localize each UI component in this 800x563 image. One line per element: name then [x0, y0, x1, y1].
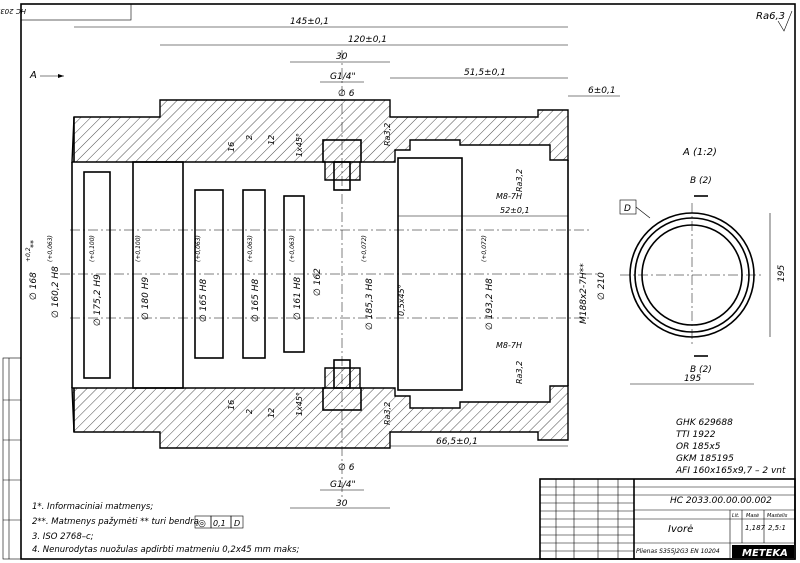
dia-161: ∅ 161 H8	[293, 276, 303, 320]
section-title: A (1:2)	[682, 147, 717, 158]
stamp-code: НС 2033.00.00.00.002	[0, 7, 26, 15]
seal-3: OR 185x5	[676, 442, 721, 452]
dim-515: 51,5±0,1	[464, 68, 506, 78]
dia-168-tol: +0,2	[25, 247, 32, 262]
dim-12-top: 12	[267, 135, 276, 145]
dimensions-bottom: M8-7H Ra3,2 Ra3,2 16 2 12 1x45° 66,5±0,1…	[227, 341, 568, 509]
dim-665: 66,5±0,1	[436, 437, 478, 447]
dia-175-2-tol: (+0,100)	[89, 235, 96, 262]
tolerance-value: 0,1	[213, 519, 226, 528]
m188: M188x2-7H**	[579, 263, 589, 324]
dim-6-top: 6±0,1	[588, 86, 616, 96]
company-logo: METEKA	[742, 548, 788, 559]
chamfer-top: 1x45°	[295, 133, 304, 157]
dia-161-tol: (+0,063)	[289, 235, 296, 262]
dim-52: 52±0,1	[500, 206, 530, 215]
note-2: 2**. Matmenys pažymėti ** turi bendrą	[32, 517, 199, 527]
dimensions-top: 145±0,1 120±0,1 30 G1/4" 51,5±0,1 6±0,1 …	[74, 17, 620, 217]
tolerance-datum: D	[234, 519, 240, 528]
head-mass: Masė	[746, 513, 759, 519]
mass-value: 1,187	[745, 524, 766, 532]
dia-185-3-tol: (+0,072)	[361, 235, 368, 262]
label-d: D	[624, 204, 631, 214]
dim-2-bot: 2	[245, 409, 254, 414]
roughness-general-label: Ra6,3	[756, 11, 785, 22]
dia-165-b: ∅ 165 H8	[251, 278, 261, 322]
dia-160-2-tol: (+0,063)	[47, 235, 54, 262]
m87h-bot: M8-7H	[496, 341, 522, 350]
dim-30-top: 30	[336, 52, 348, 62]
part-name: Ivorė	[668, 524, 693, 535]
label-b-bottom: B (2)	[690, 365, 712, 375]
dim-120: 120±0,1	[348, 35, 387, 45]
head-lit: Lit.	[732, 513, 740, 519]
main-section	[60, 50, 600, 500]
seal-5: AFI 160x165x9,7 – 2 vnt	[675, 466, 786, 476]
sheet-frame	[2, 3, 796, 560]
dia-168: ∅ 168	[29, 272, 39, 300]
dia-165-a: ∅ 165 H8	[199, 278, 209, 322]
chamfer-bot: 1x45°	[295, 392, 304, 416]
dia-180-tol: (+0,100)	[135, 235, 142, 262]
dim-195-h: 195	[684, 374, 701, 384]
view-a-label: A	[29, 70, 37, 81]
g14-bot: G1/4"	[330, 480, 356, 490]
dim-16-top: 16	[227, 142, 236, 152]
head-scale: Mastelis	[767, 513, 788, 519]
dia-193-2: ∅ 193,2 H8	[485, 278, 495, 330]
diameter-labels: ∅ 168 +0,2 ** ∅ 160,2 H8 (+0,063) ∅ 175,…	[25, 235, 607, 330]
section-view-a: A (1:2) B (2) B (2) D 195 195	[619, 147, 787, 385]
notes: 1*. Informaciniai matmenys; 2**. Matmeny…	[32, 502, 299, 555]
seal-1: GHK 629688	[676, 418, 733, 428]
dia-168-tol2: **	[29, 240, 38, 248]
stamp-code-box: НС 2033.00.00.00.002	[0, 3, 132, 21]
view-a-arrow: A	[29, 70, 64, 81]
ra32-c: Ra3,2	[383, 402, 392, 425]
ra32-b: Ra3,2	[515, 169, 524, 192]
dim-2-top: 2	[245, 135, 254, 140]
dia-193-2-tol: (+0,072)	[481, 235, 488, 262]
dia-210: ∅ 210	[597, 272, 607, 300]
dia-162: ∅ 162	[313, 268, 323, 296]
dim-16-bot: 16	[227, 400, 236, 410]
seal-4: GKM 185195	[676, 454, 734, 464]
title-code: НС 2033.00.00.00.002	[670, 496, 772, 506]
chamfer-05: 0,5x45°	[397, 284, 406, 316]
dia-165-a-tol: (+0,063)	[195, 235, 202, 262]
seal-2: TTI 1922	[676, 430, 716, 440]
m87h-top: M8-7H	[496, 192, 522, 201]
note-3: 3. ISO 2768–c;	[32, 532, 94, 542]
scale-value: 2,5:1	[768, 524, 786, 532]
dia-185-3: ∅ 185,3 H8	[365, 278, 375, 330]
dim-30-bot: 30	[336, 499, 348, 509]
dia-175-2: ∅ 175,2 H9	[93, 274, 103, 326]
note-4: 4. Nenurodytas nuožulas apdirbti matmeni…	[32, 545, 299, 555]
phi6-bot: ∅ 6	[338, 463, 355, 473]
dim-145: 145±0,1	[290, 17, 329, 27]
dim-195-v: 195	[777, 265, 787, 282]
label-b-top: B (2)	[690, 176, 712, 186]
dia-165-b-tol: (+0,063)	[247, 235, 254, 262]
concentricity-symbol: ◎	[198, 519, 206, 529]
dia-180: ∅ 180 H9	[141, 276, 151, 320]
ra32-a: Ra3,2	[383, 123, 392, 146]
dim-12-bot: 12	[267, 408, 276, 418]
seals-list: GHK 629688 TTI 1922 OR 185x5 GKM 185195 …	[675, 418, 786, 476]
note-1: 1*. Informaciniai matmenys;	[32, 502, 153, 512]
g14-top: G1/4"	[330, 72, 356, 82]
dia-160-2: ∅ 160,2 H8	[51, 266, 61, 318]
phi6-top: ∅ 6	[338, 89, 355, 99]
material: Plienas S355J2G3 EN 10204	[636, 548, 720, 555]
title-block: НС 2033.00.00.00.002 Ivorė Lit. Masė Mas…	[539, 478, 796, 560]
ra32-d: Ra3,2	[515, 361, 524, 384]
roughness-general: Ra6,3	[756, 10, 793, 32]
